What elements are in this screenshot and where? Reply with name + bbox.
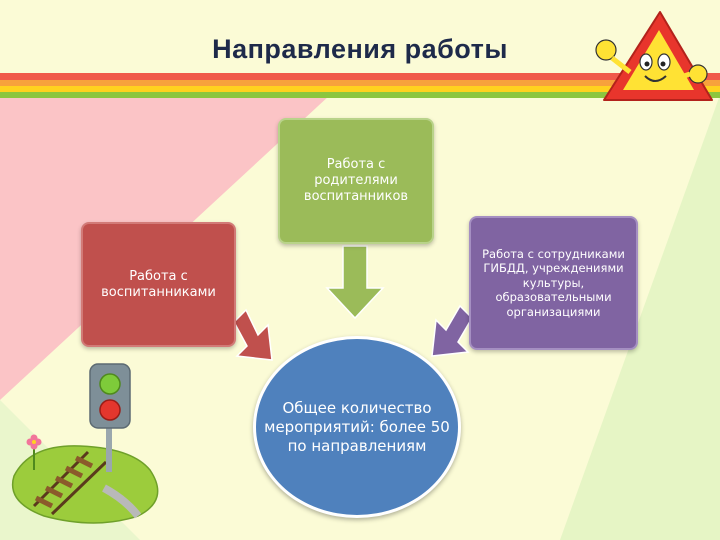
right-arrow — [431, 304, 473, 357]
center-circle: Общее количество мероприятий: более 50 п… — [253, 336, 461, 518]
box-pupils: Работа с воспитанниками — [81, 222, 236, 347]
left-arrow — [233, 308, 273, 361]
box-parents-text: Работа с родителями воспитанников — [303, 157, 409, 204]
down-arrow — [325, 245, 385, 320]
box-parents: Работа с родителями воспитанников — [278, 118, 434, 244]
railway-track-icon — [32, 450, 142, 519]
slide-title: Направления работы — [212, 34, 508, 64]
box-partners: Работа с сотрудниками ГИБДД, учреждениям… — [469, 216, 638, 350]
box-partners-text: Работа с сотрудниками ГИБДД, учреждениям… — [482, 246, 625, 319]
warning-sign-icon — [595, 11, 713, 101]
traffic-light-icon — [89, 363, 131, 472]
flower-icon — [26, 434, 42, 470]
center-circle-text: Общее количество мероприятий: более 50 п… — [264, 398, 450, 455]
box-pupils-text: Работа с воспитанниками — [101, 268, 216, 300]
